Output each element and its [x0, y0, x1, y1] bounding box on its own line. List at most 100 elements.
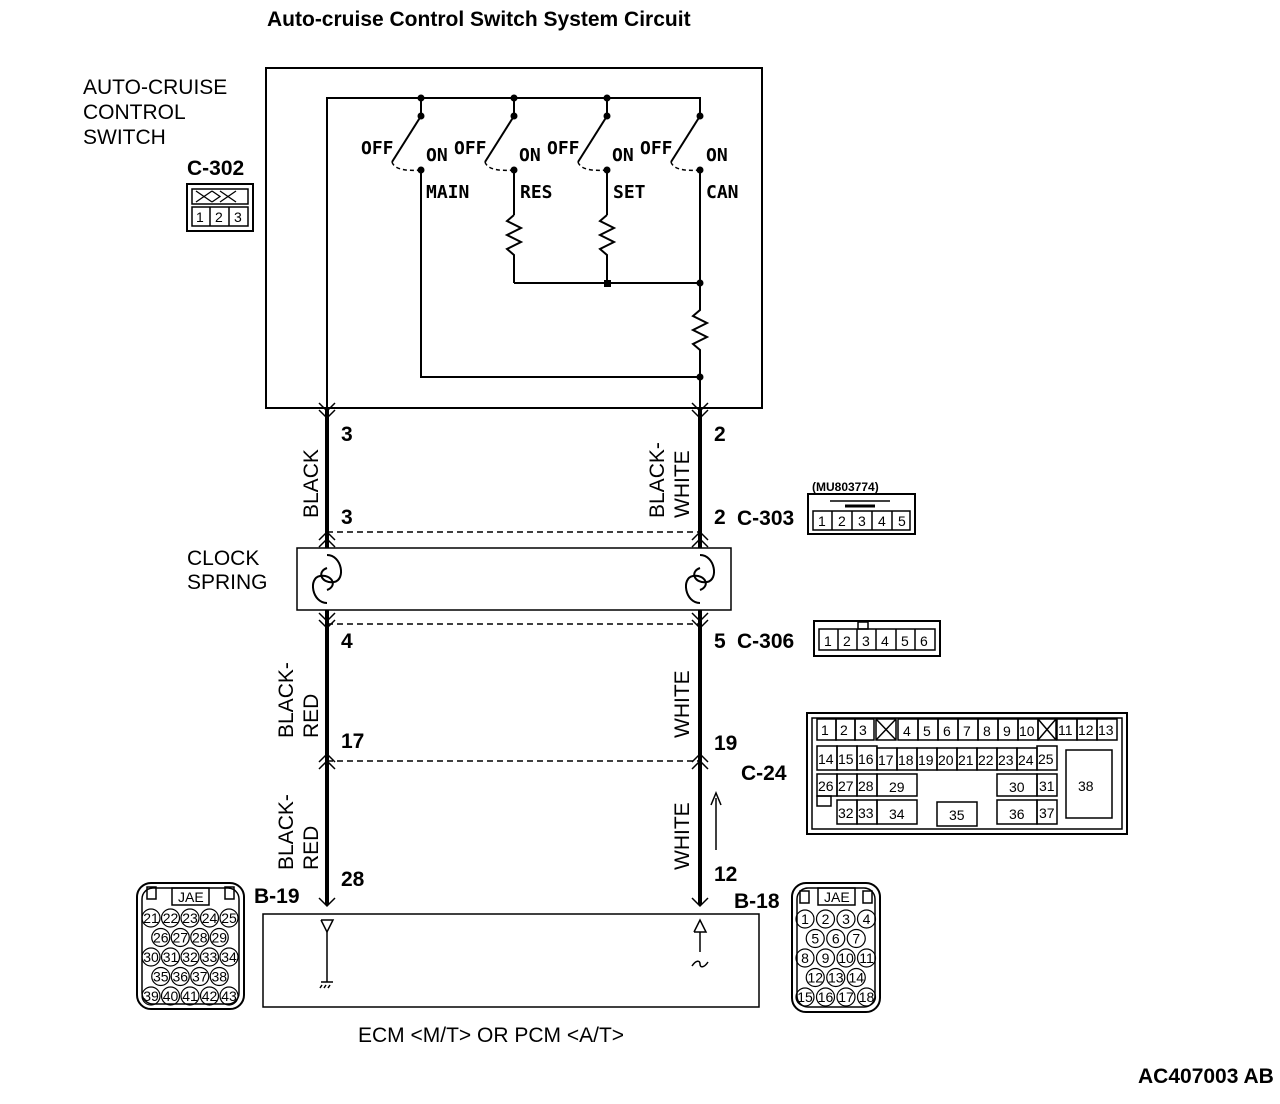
connector-pin-label: 25	[221, 910, 237, 926]
connector-b18-symbol	[791, 882, 881, 1013]
connector-pin-circle	[141, 986, 161, 1006]
pin-left-c306: 4	[341, 630, 353, 653]
svg-text:OFF: OFF	[454, 138, 487, 159]
svg-text:11: 11	[1058, 722, 1073, 738]
svg-text:BLACK-: BLACK-	[646, 442, 669, 518]
switch-set-labels: OFF ON SET	[547, 138, 646, 203]
svg-text:ON: ON	[612, 145, 634, 166]
connector-b19-name: B-19	[254, 885, 300, 908]
svg-text:ON: ON	[519, 145, 541, 166]
connector-pin-circle	[160, 986, 181, 1006]
connector-pin-circle	[219, 947, 239, 967]
connector-pin-circle	[856, 948, 877, 968]
svg-text:WHITE: WHITE	[671, 450, 694, 518]
connector-pin-label: 24	[202, 910, 218, 926]
svg-text:17: 17	[878, 752, 894, 768]
connector-pin-label: 22	[163, 910, 179, 926]
svg-text:6: 6	[943, 723, 951, 739]
connector-pin-circle	[160, 947, 181, 967]
svg-text:32: 32	[838, 805, 854, 821]
connector-pin-label: 15	[797, 989, 813, 1005]
svg-text:35: 35	[949, 807, 965, 823]
connector-pin-label: 28	[192, 930, 208, 946]
svg-text:27: 27	[838, 778, 854, 794]
svg-text:13: 13	[1098, 722, 1114, 738]
svg-text:3: 3	[234, 209, 242, 225]
connector-pin-circle	[815, 948, 836, 968]
connector-b19-symbol	[136, 882, 245, 1010]
connector-pin-label: 16	[818, 989, 834, 1005]
svg-text:2: 2	[840, 722, 848, 738]
svg-text:21: 21	[958, 752, 974, 768]
svg-text:29: 29	[889, 779, 905, 795]
connector-c24-symbol	[806, 712, 1128, 835]
svg-text:BLACK-: BLACK-	[275, 662, 298, 738]
svg-text:7: 7	[963, 723, 971, 739]
connector-c303-symbol: 1 2 3 4 5	[807, 493, 916, 535]
svg-text:AUTO-CRUISE: AUTO-CRUISE	[83, 76, 227, 99]
pin-left-b19: 28	[341, 868, 365, 891]
wire-color-right-mid: WHITE	[671, 670, 694, 738]
svg-text:15: 15	[838, 751, 854, 767]
switch-housing	[265, 67, 763, 409]
pin-right-c303: 2	[714, 506, 726, 529]
connector-c302-symbol: 1 2 3	[186, 183, 254, 232]
connector-pin-circle	[846, 967, 866, 988]
svg-text:RED: RED	[300, 826, 323, 870]
svg-text:28: 28	[858, 778, 874, 794]
switch-main-labels: OFF ON MAIN	[361, 138, 469, 203]
connector-pin-circle	[141, 947, 161, 967]
connector-pin-label: 40	[163, 988, 179, 1004]
wire-color-left-mid: BLACK- RED	[275, 662, 323, 738]
svg-text:19: 19	[918, 752, 934, 768]
pin-left-c303: 3	[341, 506, 353, 529]
connector-pin-circle	[836, 948, 856, 968]
svg-text:5: 5	[898, 513, 906, 529]
svg-text:3: 3	[858, 513, 866, 529]
connector-pin-circle	[180, 908, 200, 928]
svg-text:2: 2	[843, 633, 851, 649]
clock-spring-label: CLOCK SPRING	[187, 547, 268, 594]
svg-text:33: 33	[858, 805, 874, 821]
svg-text:24: 24	[1018, 752, 1034, 768]
svg-text:1: 1	[818, 513, 826, 529]
ecm-pcm-label: ECM <M/T> OR PCM <A/T>	[358, 1024, 624, 1047]
svg-text:10: 10	[1019, 723, 1035, 739]
connector-pin-circle	[836, 909, 856, 929]
pin-right-top: 2	[714, 423, 726, 446]
pin-left-top: 3	[341, 423, 353, 446]
connector-pin-label: 4	[863, 911, 871, 927]
svg-text:3: 3	[859, 722, 867, 738]
connector-pin-circle	[190, 927, 210, 948]
connector-pin-label: 12	[807, 970, 823, 986]
connector-pin-label: 42	[202, 988, 218, 1004]
svg-text:BLACK-: BLACK-	[275, 794, 298, 870]
connector-c306-name: C-306	[737, 630, 794, 653]
svg-text:22: 22	[978, 752, 994, 768]
svg-text:31: 31	[1039, 778, 1055, 794]
connector-pin-circle	[846, 928, 866, 949]
connector-pin-label: 33	[202, 949, 218, 965]
connector-pin-circle	[199, 947, 220, 967]
connector-pin-label: 3	[842, 911, 850, 927]
svg-text:MAIN: MAIN	[426, 182, 469, 203]
svg-text:38: 38	[1078, 778, 1094, 794]
connector-c306-symbol: 1 2 3 4 5 6	[813, 620, 941, 657]
switch-res-labels: OFF ON RES	[454, 138, 553, 203]
svg-text:8: 8	[983, 723, 991, 739]
svg-text:25: 25	[1038, 751, 1054, 767]
connector-pin-label: 23	[182, 910, 198, 926]
switch-blades	[391, 115, 701, 163]
connector-c302-name: C-302	[187, 157, 244, 180]
svg-text:ON: ON	[426, 145, 448, 166]
svg-text:4: 4	[878, 513, 886, 529]
connector-pin-label: 36	[172, 969, 188, 985]
switch-block-label: AUTO-CRUISE CONTROL SWITCH	[83, 76, 227, 149]
svg-text:4: 4	[903, 723, 911, 739]
connector-c303-name: C-303	[737, 507, 794, 530]
connector-pin-circle	[805, 928, 825, 949]
connector-pin-label: 7	[852, 931, 860, 947]
connector-pin-circle	[815, 909, 836, 929]
